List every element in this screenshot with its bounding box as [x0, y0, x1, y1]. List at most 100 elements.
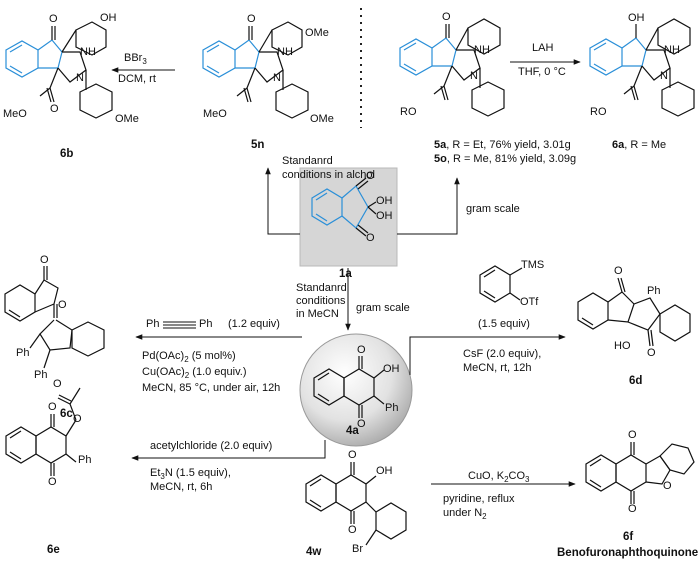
- atom-1a-O: O: [366, 170, 375, 182]
- yield-5o-text: , R = Me, 81% yield, 3.09g: [446, 153, 577, 165]
- molecule-6b: [5, 21, 113, 119]
- cond-et3n: Et3N (1.5 equiv),: [150, 467, 231, 482]
- label-6a: 6a, R = Me: [612, 139, 666, 152]
- atom-6b-O2: O: [50, 103, 59, 115]
- atom-5n-O: O: [247, 13, 256, 25]
- compound-1a: 1a: [339, 268, 352, 280]
- cond-cu-a: Cu(OAc): [142, 366, 185, 378]
- atom-6e-O3: O: [73, 413, 82, 425]
- cond-pd-a: Pd(OAc): [142, 350, 185, 362]
- atom-6c-O2: O: [58, 299, 67, 311]
- arrows: [111, 59, 581, 487]
- atom-1a-O2: O: [366, 232, 375, 244]
- cond-undern-a: under N: [443, 507, 483, 519]
- atom-6f-O2: O: [663, 480, 672, 492]
- atom-6e-Ph: Ph: [78, 454, 92, 466]
- atom-5n-MeO: MeO: [203, 108, 227, 120]
- cond-std2: conditions in alchol: [282, 169, 375, 181]
- atom-1a-OH2: OH: [376, 210, 393, 222]
- atom-4a-Ph: Ph: [385, 402, 399, 414]
- cond-undern-b: 2: [482, 512, 487, 522]
- cond-pd: Pd(OAc)2 (5 mol%): [142, 350, 236, 365]
- atom-4w-Br: Br: [352, 543, 363, 555]
- cond-acetyl: acetylchloride (2.0 equiv): [150, 440, 273, 452]
- yield-5a-cmp: 5a: [434, 139, 447, 151]
- yield-5a: 5a, R = Et, 76% yield, 3.01g: [434, 139, 571, 152]
- compound-6c: 6c: [60, 408, 73, 420]
- atom-6b-O: O: [49, 13, 58, 25]
- cond-aryne-equiv: (1.5 equiv): [478, 318, 530, 330]
- atom-6c-Ph: Ph: [16, 347, 30, 359]
- alkyne-reagent: [163, 321, 196, 329]
- atom-6d-O: O: [614, 265, 623, 277]
- atom-5n-N: N: [273, 72, 281, 84]
- atom-6c-Ph2: Ph: [34, 369, 48, 381]
- alkyne-Ph-left: Ph: [146, 318, 160, 330]
- compound-6b: 6b: [60, 148, 74, 160]
- cond-et3n-a: Et: [150, 467, 161, 479]
- yield-5a-text: , R = Et, 76% yield, 3.01g: [446, 139, 571, 151]
- compound-5n: 5n: [251, 139, 265, 151]
- cond-et3n-b: 3: [160, 472, 165, 482]
- cond-mecn12: MeCN, rt, 12h: [463, 362, 532, 374]
- atom-aryne-TMS: TMS: [521, 259, 545, 271]
- cond-std3: Standanrd: [296, 282, 347, 294]
- compound-6d: 6d: [629, 375, 643, 387]
- atom-5n-OMe2: OMe: [310, 113, 334, 125]
- atom-6b-OMe: OMe: [115, 113, 139, 125]
- atom-6e-O4: O: [48, 476, 57, 488]
- cond-gram2: gram scale: [356, 302, 410, 314]
- atom-6e-O: O: [48, 401, 57, 413]
- atom-6b-NH: NH: [80, 46, 96, 58]
- molecule-4w: [305, 462, 407, 546]
- cond-bbr3-a: BBr: [124, 52, 143, 64]
- cond-cu-c: (1.0 equiv.): [189, 366, 247, 378]
- molecule-6e: [5, 387, 81, 476]
- atom-6b-N: N: [76, 72, 84, 84]
- atom-6a-RO: RO: [590, 106, 607, 118]
- cond-dcm: DCM, rt: [118, 73, 156, 85]
- cond-et3n-c: N (1.5 equiv),: [164, 467, 231, 479]
- cond-pd-c: (5 mol%): [188, 350, 236, 362]
- cond-lah: LAH: [532, 42, 554, 54]
- atom-6c-O: O: [40, 254, 49, 266]
- atom-6a-NH: NH: [664, 44, 680, 56]
- atom-6b-OH: OH: [100, 12, 117, 24]
- cond-undern: under N2: [443, 507, 487, 522]
- alkyne-Ph-right: Ph: [199, 318, 213, 330]
- molecule-6d: [577, 277, 691, 347]
- compound-4a: 4a: [346, 425, 359, 437]
- atom-1a-OH: OH: [376, 195, 393, 207]
- atom-5n-OMe: OMe: [305, 27, 329, 39]
- atom-4a-O2: O: [357, 418, 366, 430]
- compound-6f: 6f: [623, 531, 634, 543]
- cond-cuo-a: CuO, K: [468, 470, 505, 482]
- molecule-5a: [399, 18, 505, 117]
- cond-thf: THF, 0 °C: [518, 66, 566, 78]
- cond-std1: Standanrd: [282, 155, 333, 167]
- atom-6f-O3: O: [628, 503, 637, 515]
- cond-bbr3-b: 3: [142, 57, 147, 67]
- compound-4w: 4w: [306, 546, 322, 558]
- molecule-6c: [4, 266, 105, 369]
- starting-material-box: [299, 167, 398, 267]
- compound-name-6f: Benofuronaphthoquinone: [557, 547, 699, 559]
- cond-cu-b: 2: [184, 371, 190, 381]
- label-6a-text: , R = Me: [624, 139, 667, 151]
- yield-5o-cmp: 5o: [434, 153, 447, 165]
- atom-6a-N: N: [660, 70, 668, 82]
- molecule-5n: [202, 21, 309, 119]
- atom-6d-Ph: Ph: [647, 285, 661, 297]
- atom-aryne-OTf: OTf: [520, 296, 539, 308]
- atom-4w-O2: O: [348, 524, 357, 536]
- atom-4a-OH: OH: [383, 363, 400, 375]
- atom-6d-HO: HO: [614, 340, 631, 352]
- molecule-6f: [585, 442, 695, 504]
- atom-5a-NH: NH: [474, 44, 490, 56]
- cond-pd-b: 2: [184, 355, 189, 365]
- molecule-1a: [311, 177, 377, 237]
- cond-bbr3: BBr3: [124, 52, 147, 67]
- cond-gram1: gram scale: [466, 203, 520, 215]
- cond-cuo-c: CO: [508, 470, 526, 482]
